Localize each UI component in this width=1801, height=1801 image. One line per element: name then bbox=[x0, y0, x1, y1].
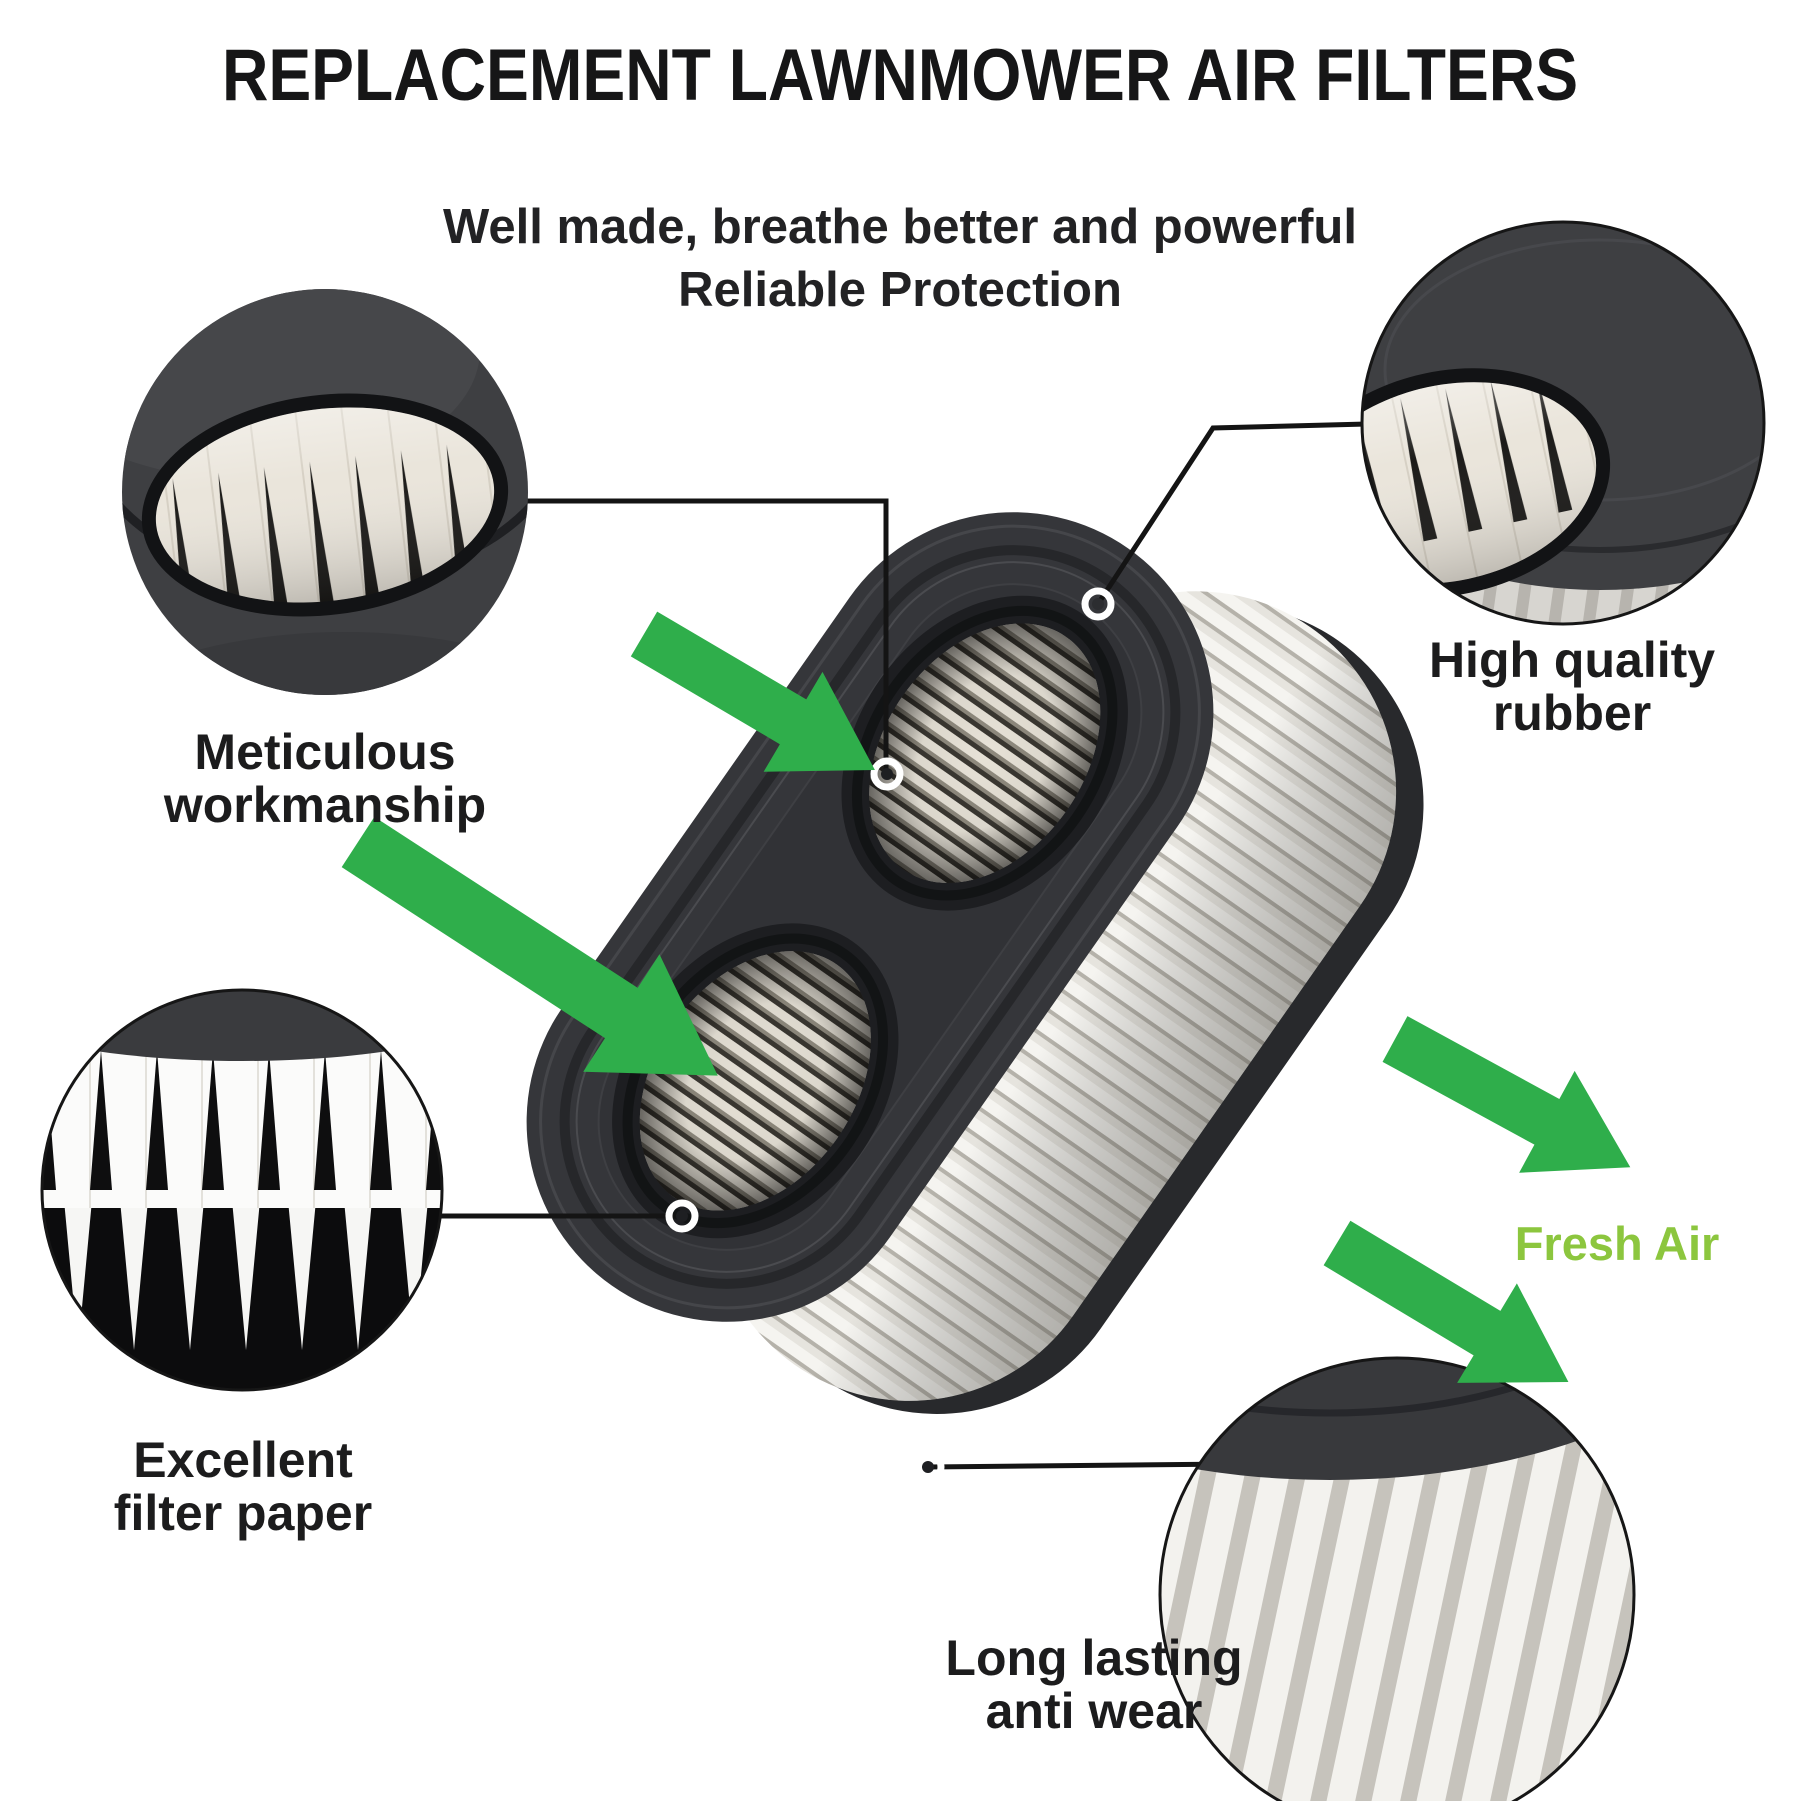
subtitle-line-1: Well made, breathe better and powerful bbox=[443, 200, 1357, 254]
label-fresh-air: Fresh Air bbox=[1514, 1217, 1720, 1270]
inset-paper bbox=[40, 988, 444, 1392]
label-long-lasting-anti-wear: Long lasting anti wear bbox=[945, 1630, 1243, 1739]
ring-marker-rubber-face bbox=[1081, 587, 1115, 621]
filter-hole-upper bbox=[841, 595, 1128, 911]
label-high-quality-rubber: High quality rubber bbox=[1428, 632, 1716, 741]
callout-line-wear bbox=[927, 1461, 1236, 1470]
callout-point-markers bbox=[665, 587, 1115, 1484]
subtitle-line-2: Reliable Protection bbox=[678, 263, 1122, 317]
airflow-arrows bbox=[341, 611, 1631, 1383]
callout-line-rubber bbox=[1095, 421, 1368, 606]
ring-marker-upper-hole bbox=[870, 757, 904, 791]
subtitle: Well made, breathe better and powerful R… bbox=[443, 196, 1357, 322]
ring-marker-lower-hole bbox=[665, 1199, 699, 1233]
green-arrow-upper-hole-icon bbox=[630, 611, 875, 772]
page-title: REPLACEMENT LAWNMOWER AIR FILTERS bbox=[221, 35, 1579, 116]
ring-marker-side-pleats bbox=[911, 1450, 945, 1484]
callout-line-workmanship bbox=[527, 498, 889, 772]
green-arrow-lower-hole-icon bbox=[341, 816, 718, 1076]
label-meticulous-workmanship: Meticulous workmanship bbox=[163, 724, 487, 833]
label-excellent-filter-paper: Excellent filter paper bbox=[113, 1432, 373, 1541]
green-arrow-fresh-air-bottom-icon bbox=[1323, 1220, 1569, 1383]
inset-wear bbox=[1158, 1356, 1636, 1801]
callout-lines bbox=[440, 421, 1368, 1470]
air-filter-product bbox=[526, 512, 1424, 1414]
green-arrow-fresh-air-top-icon bbox=[1382, 1016, 1631, 1173]
